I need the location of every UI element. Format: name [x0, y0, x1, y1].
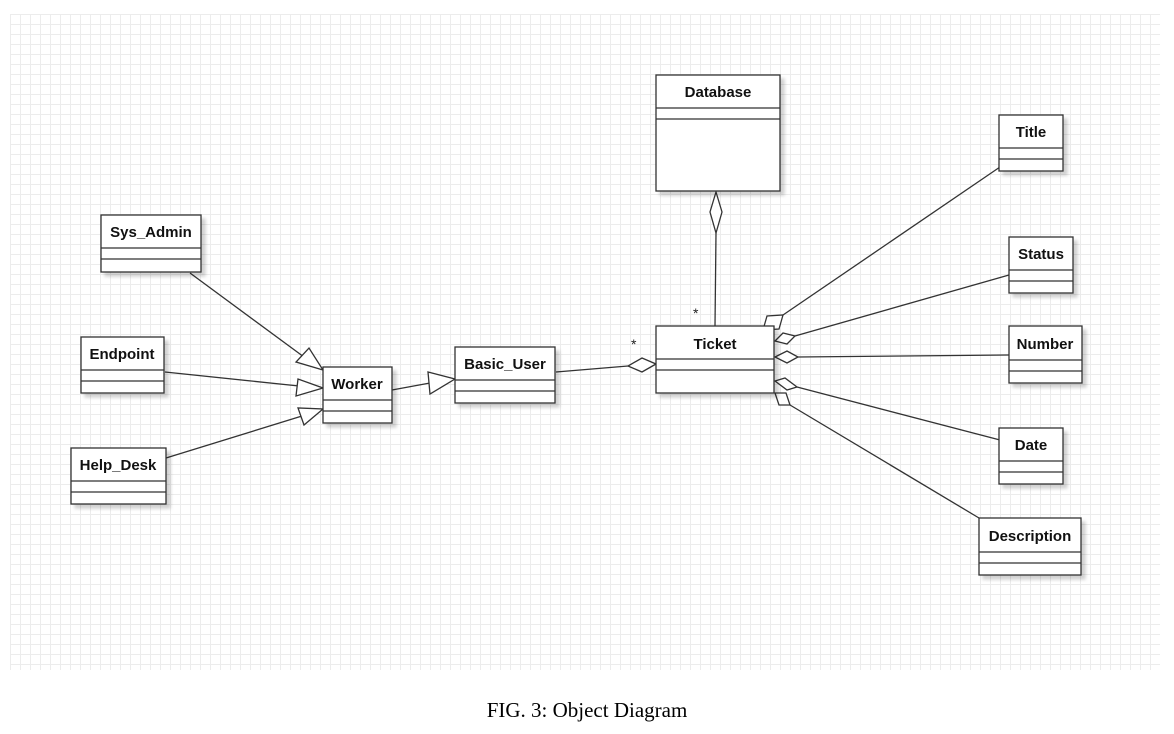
- class-status: [1008, 236, 1074, 294]
- aggregation-diamond: [773, 332, 797, 345]
- aggregation-date-ticket: [796, 386, 1001, 441]
- aggregation-description-ticket: [789, 404, 980, 519]
- class-name-basic-user: Basic_User: [464, 356, 546, 373]
- class-title: [998, 114, 1064, 172]
- generalization-help-desk-worker: [165, 415, 303, 459]
- class-name-worker: Worker: [331, 376, 383, 393]
- aggregation-diamond: [773, 377, 799, 391]
- class-name-database: Database: [685, 84, 752, 101]
- class-name-number: Number: [1017, 336, 1074, 353]
- class-name-status: Status: [1018, 246, 1064, 263]
- aggregation-title-ticket: [782, 166, 1001, 316]
- class-name-title: Title: [1016, 124, 1047, 141]
- generalization-arrowhead: [295, 378, 326, 397]
- aggregation-diamond: [773, 350, 800, 364]
- generalization-sys-admin-worker: [189, 272, 305, 358]
- class-name-endpoint: Endpoint: [90, 346, 155, 363]
- class-basic-user: [454, 346, 556, 404]
- aggregation-number-ticket: [797, 354, 1010, 358]
- aggregation-basic-user-ticket: [555, 365, 629, 373]
- class-endpoint: [80, 336, 165, 394]
- aggregation-diamond: [709, 189, 723, 236]
- class-description: [978, 517, 1082, 576]
- class-name-ticket: Ticket: [693, 336, 736, 353]
- generalization-arrowhead: [294, 346, 325, 372]
- aggregation-ticket-database: [714, 232, 717, 327]
- aggregation-diamond: [774, 392, 791, 406]
- class-worker: [322, 366, 393, 424]
- generalization-endpoint-worker: [164, 371, 300, 387]
- figure-caption: FIG. 3: Object Diagram: [486, 698, 688, 722]
- class-name-date: Date: [1015, 437, 1048, 454]
- class-name-description: Description: [989, 528, 1072, 545]
- generalization-arrowhead: [427, 371, 457, 396]
- class-database: [655, 74, 781, 192]
- class-name-help-desk: Help_Desk: [80, 457, 157, 474]
- multiplicity-database-ticket: *: [693, 305, 699, 321]
- grid-background: [10, 14, 1160, 670]
- class-help-desk: [70, 447, 167, 505]
- generalization-arrowhead: [297, 407, 325, 427]
- class-date: [998, 427, 1064, 485]
- generalization-worker-basic-user: [391, 382, 431, 391]
- class-name-sys-admin: Sys_Admin: [110, 224, 192, 241]
- class-number: [1008, 325, 1083, 384]
- aggregation-status-ticket: [794, 274, 1010, 337]
- class-sys-admin: [100, 214, 202, 273]
- aggregation-diamond: [626, 357, 658, 373]
- multiplicity-basic-user-ticket: *: [631, 336, 637, 352]
- class-ticket: [655, 325, 775, 394]
